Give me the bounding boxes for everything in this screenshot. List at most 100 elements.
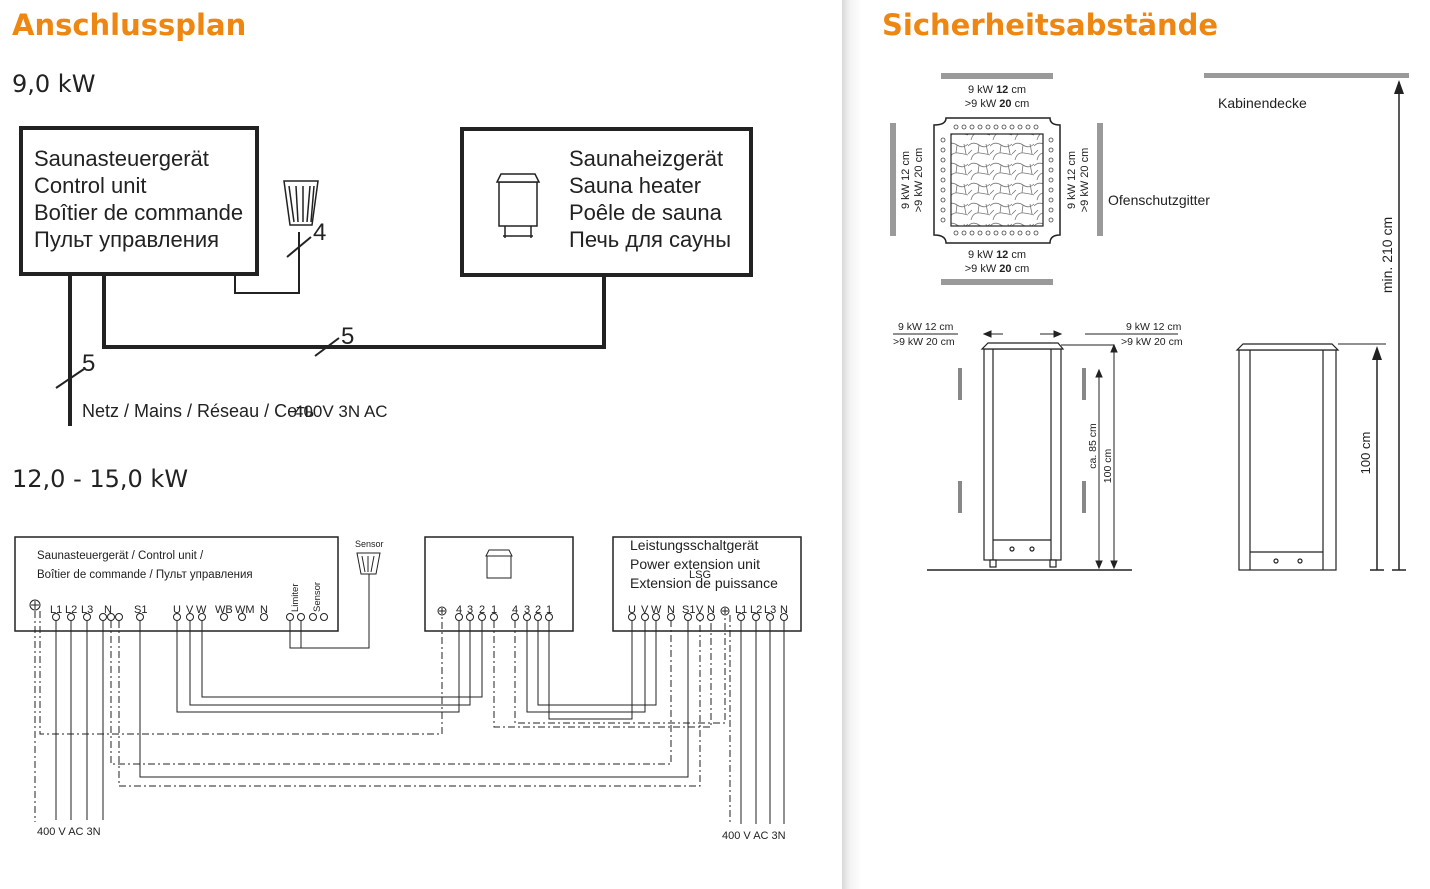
ceiling (1204, 73, 1409, 78)
mains-cable-count: 5 (82, 350, 95, 377)
mains-label: Netz / Mains / Réseau / Сеть (82, 401, 314, 421)
control-unit-2-label-line1: Saunasteuergerät / Control unit / (37, 550, 204, 562)
heater-terminal-4b: 4 (512, 604, 518, 616)
heater-terminal-1b: 1 (546, 604, 552, 616)
left-clearance-line1: 9 kW 12 cm (900, 151, 912, 209)
side-view-clearance: 9 kW 12 cm >9 kW 20 cm 9 kW 12 cm >9 kW … (893, 321, 1183, 571)
heater-label-ru: Печь для сауны (569, 227, 731, 252)
heater-terminal-3b: 3 (524, 604, 530, 616)
side-left-clearance-line2: >9 kW 20 cm (893, 336, 955, 348)
page-gutter (842, 0, 862, 889)
guard-top (941, 73, 1053, 79)
lsg-terminal-l2: L2 (750, 604, 762, 616)
lsg-terminal-u: U (628, 604, 636, 616)
heater-front-body (1238, 349, 1337, 571)
lsg-terminal-v: V (641, 604, 649, 616)
front-view-height: 100 cm (1235, 343, 1386, 571)
stone-area (950, 133, 1044, 227)
heading-12-15kw: 12,0 - 15,0 kW (12, 465, 189, 493)
ceiling-label: Kabinendecke (1218, 95, 1307, 111)
heading-9kw: 9,0 kW (12, 70, 96, 98)
lsg-terminal-l1: L1 (735, 604, 747, 616)
heater-label-fr: Poêle de sauna (569, 200, 723, 225)
wiring-diagram-9kw: Saunasteuergerät Control unit Boîtier de… (19, 126, 753, 426)
bottom-clearance-line1: 9 kW 12 cm (968, 249, 1026, 261)
control-unit-2-label-line2: Boîtier de commande / Пульт управления (37, 569, 253, 581)
lsg-terminal-n3: N (780, 604, 788, 616)
voltage-label: 400V 3N AC (294, 402, 388, 421)
supply-label-left: 400 V AC 3N (37, 826, 101, 838)
terminal-l2: L2 (65, 604, 77, 616)
lsg-terminal-n: N (667, 604, 675, 616)
heater-box (460, 127, 753, 277)
sensor-cable (234, 232, 300, 294)
page-title-anschlussplan: Anschlussplan (12, 8, 247, 42)
right-page: Sicherheitsabstände (862, 0, 1430, 889)
guard-label: Ofenschutzgitter (1108, 192, 1210, 208)
control-unit-box (19, 126, 259, 276)
ceiling-height-label: min. 210 cm (1379, 217, 1395, 293)
lsg-label-fr: Extension de puissance (630, 575, 778, 591)
terminal-s1: S1 (134, 604, 147, 616)
sensor-cable-count: 4 (313, 219, 326, 246)
right-clearance-line1: 9 kW 12 cm (1066, 151, 1078, 209)
top-clearance-line1: 9 kW 12 cm (968, 84, 1026, 96)
heater-icon-2 (485, 549, 513, 579)
lsg-tag: LSG (689, 569, 711, 581)
terminal-l3: L3 (81, 604, 93, 616)
left-clearance-line2: >9 kW 20 cm (913, 148, 925, 213)
side-right-clearance-line2: >9 kW 20 cm (1121, 336, 1183, 348)
heater-terminal-2b: 2 (535, 604, 541, 616)
terminal-n2: N (260, 604, 268, 616)
heater-cable (102, 274, 606, 349)
heater-label-en: Sauna heater (569, 173, 701, 198)
heater-box-2 (424, 536, 574, 632)
supply-label-right: 400 V AC 3N (722, 830, 786, 842)
lsg-terminal-s1: S1 (682, 604, 695, 616)
heater-side-body (983, 348, 1062, 561)
lsg-terminal-l3: L3 (764, 604, 776, 616)
terminal-w: W (196, 604, 207, 616)
lsg-label-en: Power extension unit (630, 556, 760, 572)
terminal-l1: L1 (50, 604, 62, 616)
control-unit-label-fr: Boîtier de commande (34, 200, 243, 225)
sauna-heater-icon (495, 173, 541, 238)
terminal-n: N (104, 604, 112, 616)
lsg-label-de: Leistungsschaltgerät (630, 537, 759, 553)
wiring-diagram-12-15kw: Saunasteuergerät / Control unit / Boîtie… (14, 536, 802, 842)
guard-right (1097, 123, 1103, 236)
sensor-terminal-label: Sensor (312, 582, 323, 612)
temperature-sensor-icon (283, 180, 319, 226)
right-clearance-line2: >9 kW 20 cm (1079, 148, 1091, 213)
heater-terminal-4a: 4 (456, 604, 462, 616)
control-unit-label-de: Saunasteuergerät (34, 146, 209, 171)
sensor-height-label-2: 100 cm (1102, 449, 1114, 484)
guard-left (890, 123, 896, 236)
heater-terminal-3a: 3 (467, 604, 473, 616)
page-title-sicherheitsabstaende: Sicherheitsabstände (882, 8, 1219, 42)
terminal-wm: WM (235, 604, 255, 616)
top-clearance-line2: >9 kW 20 cm (965, 98, 1030, 110)
heater-terminal-1a: 1 (491, 604, 497, 616)
left-page: Anschlussplan 9,0 kW 12,0 - 15,0 kW (12, 8, 802, 842)
clearance-diagrams: 9 kW 12 cm >9 kW 20 cm 9 kW 12 cm >9 kW … (890, 73, 1409, 571)
ceiling-height-indicator: Kabinendecke min. 210 cm (1204, 73, 1409, 571)
heater-terminal-2a: 2 (479, 604, 485, 616)
lsg-terminal-w: W (651, 604, 662, 616)
terminal-u: U (173, 604, 181, 616)
power-extension-box (612, 536, 802, 632)
lsg-terminal-n2: N (707, 604, 715, 616)
lsg-terminal-v2: V (696, 604, 704, 616)
heater-cable-count: 5 (341, 323, 354, 350)
control-unit-label-en: Control unit (34, 173, 147, 198)
heater-height-label: 100 cm (1358, 432, 1373, 475)
control-unit-label-ru: Пульт управления (34, 227, 219, 252)
side-left-clearance-line1: 9 kW 12 cm (898, 321, 954, 333)
guard-bottom (941, 279, 1053, 285)
sensor-icon-2 (289, 552, 381, 649)
sensor-height-label-1: ca. 85 cm (1087, 423, 1099, 469)
limiter-label: Limiter (290, 583, 301, 612)
bottom-clearance-line2: >9 kW 20 cm (965, 263, 1030, 275)
heater-label-de: Saunaheizgerät (569, 146, 723, 171)
